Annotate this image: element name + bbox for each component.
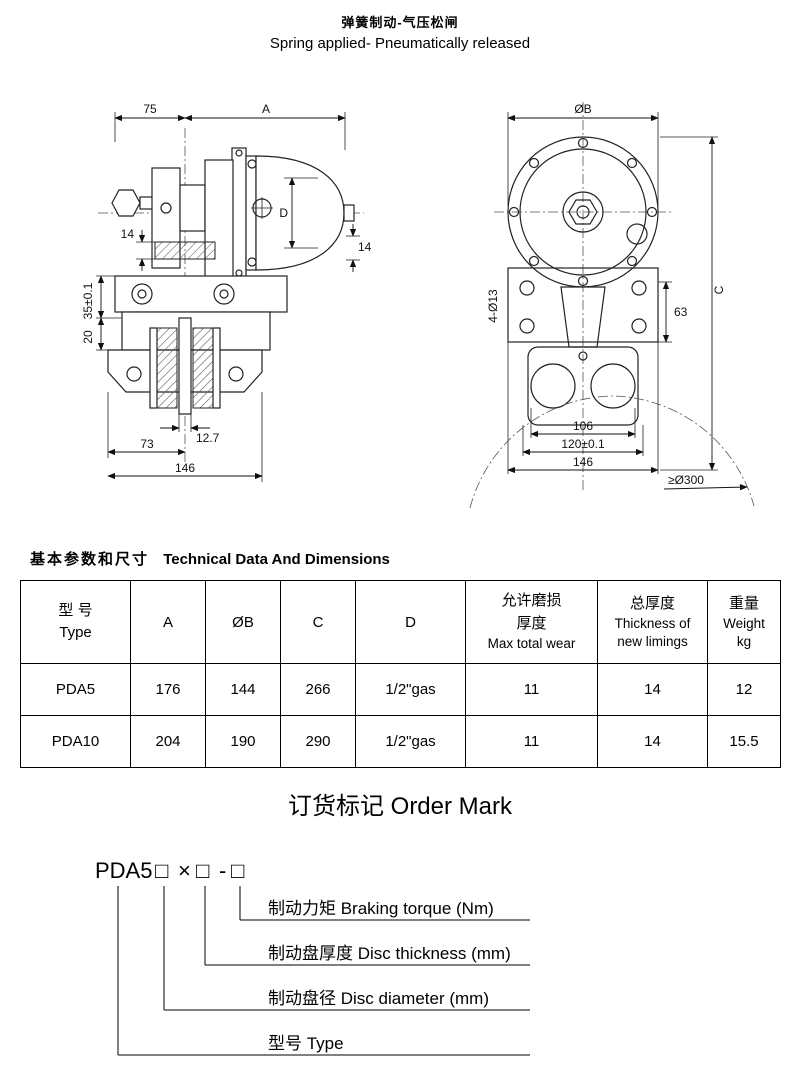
cell-a: 204 — [130, 715, 206, 768]
order-code-dash: - — [219, 858, 226, 883]
dim-4xO13-label: 4-Ø13 — [486, 289, 500, 323]
dim-120-label: 120±0.1 — [561, 437, 605, 451]
dim-35-label: 35±0.1 — [81, 282, 95, 319]
section-heading-en: Technical Data And Dimensions — [163, 551, 390, 568]
caliper-arm — [114, 275, 288, 313]
dim-63-label: 63 — [674, 305, 688, 319]
air-port — [343, 204, 355, 222]
order-code-box-1: □ — [155, 858, 168, 883]
dim-146-left-label: 146 — [175, 461, 195, 475]
port-lobe — [626, 223, 648, 245]
dim-106-label: 106 — [573, 419, 593, 433]
center-hex-nut — [568, 199, 598, 225]
cell-wear: 11 — [465, 715, 598, 768]
dim-73-label: 73 — [140, 437, 154, 451]
cell-type: PDA10 — [20, 715, 131, 768]
cell-type: PDA5 — [20, 663, 131, 716]
order-mark-diagram: PDA5 □ × □ - □ 制动力矩 Braking torque (Nm) … — [95, 858, 530, 1056]
col-header-weight: 重量 Weight kg — [707, 580, 781, 664]
cell-weight: 12 — [707, 663, 781, 716]
dim-O300-label: ≥Ø300 — [668, 473, 704, 487]
section-heading: 基本参数和尺寸 Technical Data And Dimensions — [30, 548, 390, 569]
dim-A-label: A — [262, 102, 270, 116]
page-title-zh: 弹簧制动-气压松闸 — [341, 15, 459, 30]
cell-wear: 11 — [465, 663, 598, 716]
order-mark-label-torque: 制动力矩 Braking torque (Nm) — [268, 899, 494, 918]
col-header-type-en: Type — [59, 624, 92, 641]
order-code-box-3: □ — [231, 858, 244, 883]
order-mark-label-diameter: 制动盘径 Disc diameter (mm) — [268, 989, 489, 1008]
front-view-drawing: ØB 4-Ø13 63 — [469, 102, 755, 509]
brake-pad-left — [156, 327, 178, 409]
spec-table: 型 号 Type A ØB C D 允许磨损 厚度 Max total wear… — [20, 580, 781, 768]
col-header-type: 型 号 Type — [20, 580, 131, 664]
cell-thickness: 14 — [597, 663, 708, 716]
cell-weight: 15.5 — [707, 715, 781, 768]
cell-a: 176 — [130, 663, 206, 716]
col-header-c: C — [280, 580, 356, 664]
brake-disc-slot — [178, 317, 192, 415]
cell-thickness: 14 — [597, 715, 708, 768]
hex-nut — [111, 189, 141, 217]
dim-OB-label: ØB — [574, 102, 591, 116]
dim-146-right-label: 146 — [573, 455, 593, 469]
dim-75-label: 75 — [143, 102, 157, 116]
section-heading-zh: 基本参数和尺寸 — [30, 551, 150, 568]
caliper-body — [527, 346, 639, 426]
col-header-d: D — [355, 580, 466, 664]
dim-20-label: 20 — [81, 330, 95, 344]
order-code-times: × — [178, 858, 191, 883]
brake-pad-right — [192, 327, 214, 409]
brake-disc-arc — [469, 395, 755, 509]
dim-D-label: D — [279, 206, 288, 220]
col-header-a: A — [130, 580, 206, 664]
order-code-prefix: PDA5 — [95, 858, 152, 883]
spring-pack — [154, 241, 216, 260]
side-view-drawing: 75 A D 14 — [81, 102, 372, 482]
col-header-wear: 允许磨损 厚度 Max total wear — [465, 580, 598, 664]
col-header-ob: ØB — [205, 580, 281, 664]
col-header-type-zh: 型 号 — [58, 601, 93, 619]
lever-plate — [204, 159, 234, 293]
table-row-pda5: PDA5 176 144 266 1/2"gas 11 14 12 — [20, 663, 781, 716]
dim-12-7-label: 12.7 — [196, 431, 220, 445]
dim-14-left-label: 14 — [121, 227, 135, 241]
dim-C-label: C — [712, 285, 726, 294]
order-mark-label-thickness: 制动盘厚度 Disc thickness (mm) — [268, 944, 511, 963]
cell-ob: 190 — [205, 715, 281, 768]
header-row: 型 号 Type A ØB C D 允许磨损 厚度 Max total wear… — [20, 580, 781, 664]
cell-c: 290 — [280, 715, 356, 768]
chamber-flange — [231, 147, 247, 279]
cell-ob: 144 — [205, 663, 281, 716]
cell-d: 1/2"gas — [355, 715, 466, 768]
cell-c: 266 — [280, 663, 356, 716]
technical-drawings: 75 A D 14 — [81, 102, 755, 509]
cell-d: 1/2"gas — [355, 663, 466, 716]
page-title-block: 弹簧制动-气压松闸 Spring applied- Pneumatically … — [0, 12, 800, 52]
page-title-en: Spring applied- Pneumatically released — [269, 35, 531, 52]
order-code-box-2: □ — [196, 858, 209, 883]
col-header-thickness: 总厚度 Thickness of new limings — [597, 580, 708, 664]
order-mark-heading: 订货标记 Order Mark — [287, 793, 512, 820]
table-row-pda10: PDA10 204 190 290 1/2"gas 11 14 15.5 — [20, 715, 781, 768]
dim-14-right-label: 14 — [358, 240, 372, 254]
mounting-bracket — [507, 267, 659, 343]
order-mark-label-type: 型号 Type — [268, 1034, 344, 1053]
